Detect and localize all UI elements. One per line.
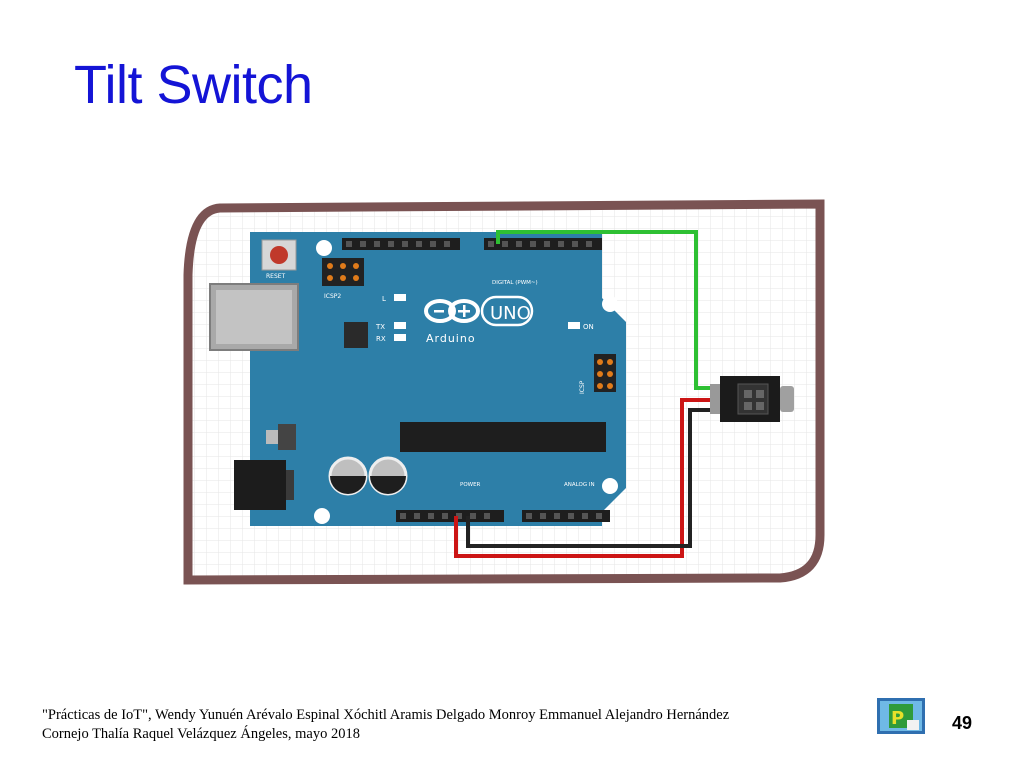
led-on-label: ON <box>583 323 594 331</box>
icsp2-label: ICSP2 <box>324 293 341 300</box>
tilt-switch-module <box>710 376 794 422</box>
board-brand: Arduino <box>426 332 476 345</box>
board-model: UNO <box>490 303 531 324</box>
page-number: 49 <box>952 713 973 733</box>
icsp2-header <box>322 258 364 286</box>
power-header <box>396 510 504 522</box>
institution-logo-icon: P <box>877 698 925 734</box>
footer-credits: "Prácticas de IoT", Wendy Yunuén Arévalo… <box>42 706 822 744</box>
analog-header <box>522 510 610 522</box>
reset-label: RESET <box>266 273 286 280</box>
footer-line-2: Cornejo Thalía Raquel Velázquez Ángeles,… <box>42 726 360 742</box>
arduino-logo: UNO Arduino <box>424 295 534 345</box>
icsp-header <box>594 354 616 392</box>
digital-header <box>342 238 602 250</box>
microcontroller-chip <box>400 422 606 452</box>
led-rx-label: RX <box>376 335 386 343</box>
capacitors <box>328 456 408 496</box>
footer-line-1: "Prácticas de IoT", Wendy Yunuén Arévalo… <box>42 707 730 723</box>
signal-wire <box>496 230 716 390</box>
led-tx-label: TX <box>375 323 385 331</box>
circuit-diagram: RESET ICSP2 DIGITAL (PWM~) L TX RX ON UN… <box>183 199 825 585</box>
power-wire <box>454 398 716 558</box>
power-label: POWER <box>460 482 481 488</box>
power-jack <box>234 460 286 510</box>
digital-label: DIGITAL (PWM~) <box>492 280 538 286</box>
ground-wire <box>466 408 716 548</box>
led-l-label: L <box>382 295 386 303</box>
slide-title: Tilt Switch <box>74 55 313 115</box>
svg-text:P: P <box>891 708 904 729</box>
icsp-label: ICSP <box>579 380 586 394</box>
analog-label: ANALOG IN <box>564 482 595 488</box>
